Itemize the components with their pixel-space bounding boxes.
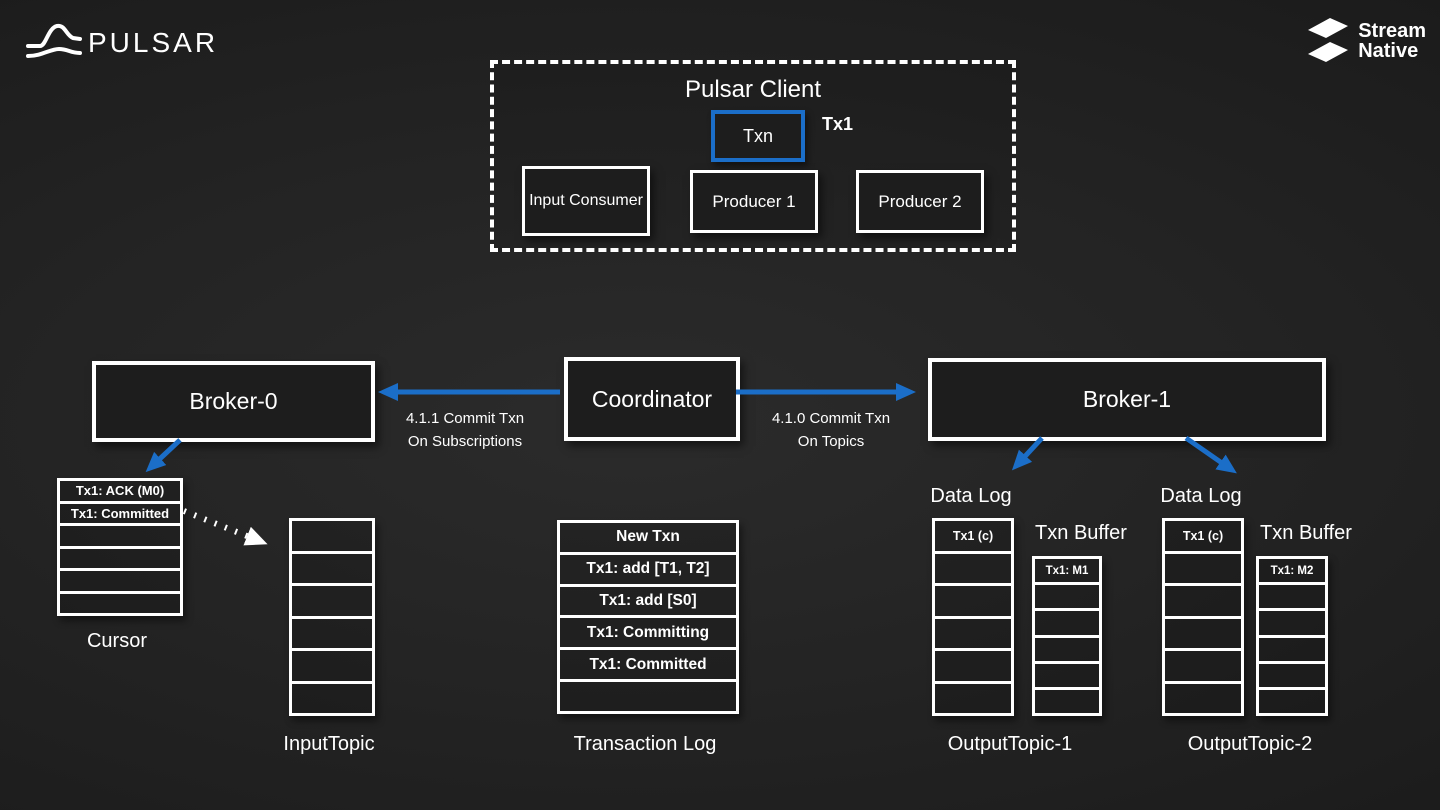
output-topic2-label: OutputTopic-2 — [1187, 733, 1313, 755]
output1-data-row — [935, 651, 1011, 684]
output2-data-row — [1165, 554, 1241, 586]
input-topic-label: InputTopic — [283, 733, 375, 755]
cursor-row — [60, 594, 180, 614]
output1-buffer-row — [1035, 664, 1099, 690]
input-topic-ledger — [289, 518, 375, 716]
output2-data-row: Tx1 (c) — [1165, 521, 1241, 554]
streamnative-line2: Native — [1358, 40, 1419, 62]
commit-topics-line1: 4.1.0 Commit Txn — [771, 410, 891, 427]
output1-buffer-row: Tx1: M1 — [1035, 559, 1099, 586]
output1-data-row — [935, 554, 1011, 586]
output1-data-row — [935, 586, 1011, 619]
coordinator-box: Coordinator — [564, 357, 740, 441]
cursor-row — [60, 526, 180, 549]
pulsar-logo-text: PULSAR — [88, 27, 219, 58]
output2-buffer-row — [1259, 585, 1325, 612]
transaction-log-row: Tx1: Committing — [560, 618, 736, 651]
arrow-broker1-to-datalog1 — [1011, 436, 1044, 471]
dotted-arrow-cursor-to-input-topic — [182, 508, 268, 546]
output1-data-row: Tx1 (c) — [935, 521, 1011, 554]
output2-txn-buffer-label: Txn Buffer — [1260, 522, 1352, 544]
output2-buffer-row — [1259, 664, 1325, 690]
output-topic1-label: OutputTopic-1 — [947, 733, 1073, 755]
output1-buffer-row — [1035, 611, 1099, 638]
input-consumer-box: Input Consumer — [522, 166, 650, 236]
producer1-box: Producer 1 — [690, 170, 818, 233]
output1-buffer-row — [1035, 690, 1099, 713]
commit-topics-label: 4.1.0 Commit Txn On Topics — [741, 408, 921, 453]
output2-buffer-row — [1259, 611, 1325, 638]
commit-subscriptions-label: 4.1.1 Commit Txn On Subscriptions — [375, 408, 555, 453]
arrow-broker1-to-datalog2 — [1184, 435, 1237, 474]
cursor-ledger: Tx1: ACK (M0) Tx1: Committed — [57, 478, 183, 616]
commit-subscriptions-line1: 4.1.1 Commit Txn — [405, 410, 525, 427]
input-topic-row — [292, 521, 372, 554]
output1-data-row — [935, 684, 1011, 714]
output2-buffer-row — [1259, 638, 1325, 664]
output1-txn-buffer-ledger: Tx1: M1 — [1032, 556, 1102, 716]
transaction-log-ledger: New Txn Tx1: add [T1, T2] Tx1: add [S0] … — [557, 520, 739, 714]
output1-txn-buffer-label: Txn Buffer — [1035, 522, 1127, 544]
input-topic-row — [292, 554, 372, 586]
input-topic-row — [292, 586, 372, 619]
transaction-log-row: Tx1: add [T1, T2] — [560, 555, 736, 587]
pulsar-client-container: Pulsar Client Txn Tx1 Input Consumer Pro… — [490, 60, 1016, 252]
streamnative-text: Stream Native — [1358, 21, 1426, 61]
transaction-log-row: Tx1: add [S0] — [560, 587, 736, 619]
input-topic-row — [292, 651, 372, 684]
pulsar-wave-icon — [26, 23, 82, 58]
cursor-row — [60, 549, 180, 571]
producer2-box: Producer 2 — [856, 170, 984, 233]
output2-buffer-row: Tx1: M2 — [1259, 559, 1325, 586]
output2-data-row — [1165, 619, 1241, 651]
output1-data-row — [935, 619, 1011, 651]
output1-buffer-row — [1035, 638, 1099, 664]
cursor-label: Cursor — [86, 630, 147, 652]
output2-buffer-row — [1259, 690, 1325, 713]
cursor-row: Tx1: Committed — [60, 504, 180, 526]
transaction-log-row — [560, 682, 736, 711]
commit-topics-line2: On Topics — [797, 432, 865, 450]
streamnative-icon — [1308, 18, 1349, 62]
cursor-row — [60, 571, 180, 594]
output2-data-row — [1165, 586, 1241, 619]
cursor-row: Tx1: ACK (M0) — [60, 481, 180, 504]
commit-subscriptions-line2: On Subscriptions — [407, 432, 523, 450]
output1-data-log-ledger: Tx1 (c) — [932, 518, 1014, 716]
txn-box: Txn — [711, 110, 805, 162]
output1-data-log-label: Data Log — [930, 485, 1012, 507]
input-topic-row — [292, 619, 372, 651]
pulsar-logo: PULSAR — [26, 20, 218, 66]
output2-data-log-ledger: Tx1 (c) — [1162, 518, 1244, 716]
output1-buffer-row — [1035, 585, 1099, 612]
streamnative-line1: Stream — [1358, 20, 1426, 42]
pulsar-client-title: Pulsar Client — [684, 76, 822, 103]
transaction-log-row: Tx1: Committed — [560, 650, 736, 683]
transaction-log-label: Transaction Log — [573, 733, 717, 755]
arrow-broker0-to-cursor — [145, 438, 182, 473]
output2-data-log-label: Data Log — [1160, 485, 1242, 507]
output2-txn-buffer-ledger: Tx1: M2 — [1256, 556, 1328, 716]
output2-data-row — [1165, 684, 1241, 714]
broker1-box: Broker-1 — [928, 358, 1326, 441]
output2-data-row — [1165, 651, 1241, 684]
transaction-log-row: New Txn — [560, 523, 736, 555]
broker0-box: Broker-0 — [92, 361, 375, 442]
streamnative-logo: Stream Native — [1304, 16, 1426, 66]
input-topic-row — [292, 684, 372, 714]
txn-id-label: Tx1 — [822, 114, 854, 134]
